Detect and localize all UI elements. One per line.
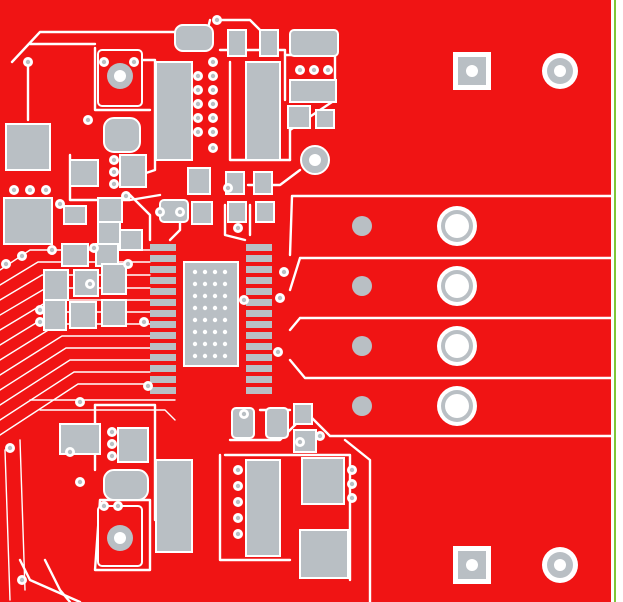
finger-1 — [288, 194, 613, 257]
finger-2 — [288, 256, 613, 292]
vias — [1, 15, 357, 585]
finger-4 — [288, 358, 613, 380]
bga-package — [183, 261, 239, 367]
smd-pads-top — [3, 24, 339, 331]
chip-pin-rows — [150, 244, 272, 394]
power-fingers — [288, 194, 613, 438]
finger-3 — [288, 316, 613, 332]
bga-body — [183, 261, 239, 367]
mounting-holes — [453, 52, 578, 584]
round-through-holes — [97, 49, 330, 567]
connector-holes — [352, 206, 477, 426]
